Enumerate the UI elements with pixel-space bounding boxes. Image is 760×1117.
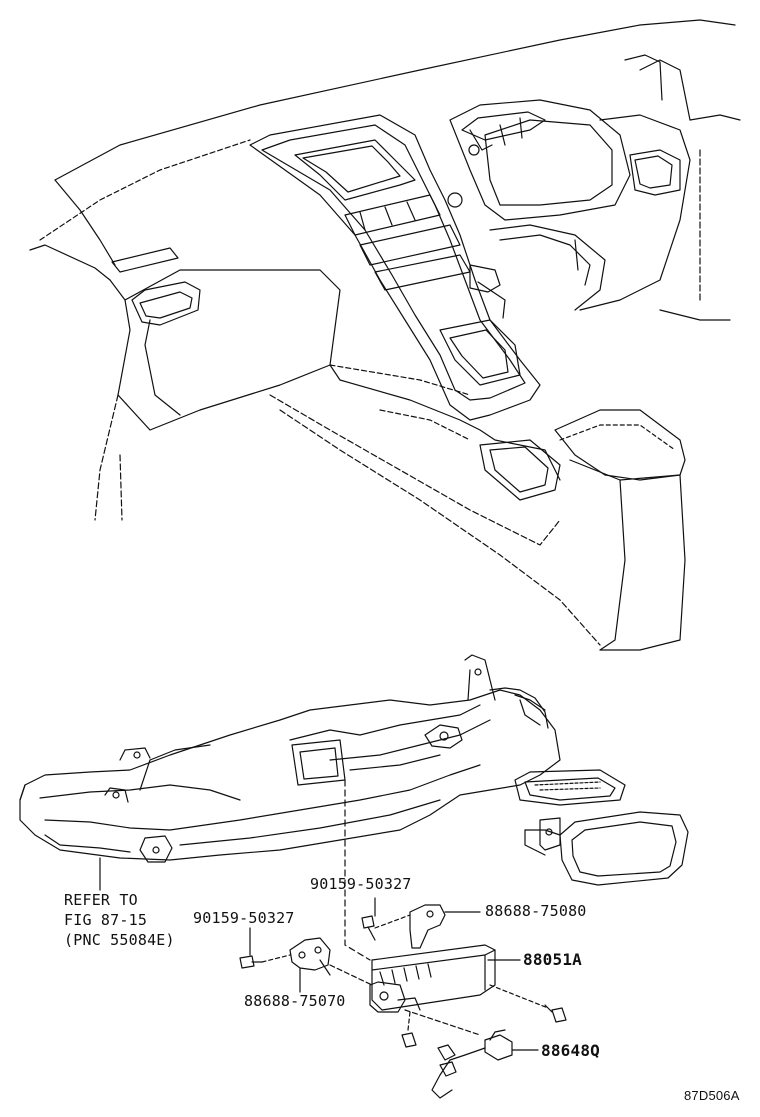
part-number-bolt-upper: 90159-50327	[310, 875, 412, 893]
bolt-icon	[362, 915, 410, 940]
refer-note-line3: (PNC 55084E)	[64, 931, 175, 949]
duct-illustration	[20, 655, 688, 885]
refer-note-line1: REFER TO	[64, 891, 138, 909]
bolt-icon	[490, 985, 566, 1022]
dashboard-illustration	[30, 20, 740, 650]
part-number-bracket-right: 88688-75080	[485, 902, 587, 920]
sensor-part	[405, 1010, 512, 1098]
refer-note-line2: FIG 87-15	[64, 911, 148, 929]
parts-cluster	[100, 780, 566, 1098]
control-module	[372, 945, 495, 1010]
part-number-sensor: 88648Q	[541, 1041, 600, 1060]
part-number-module: 88051A	[523, 950, 582, 969]
part-number-bracket-left: 88688-75070	[244, 992, 346, 1010]
figure-code: 87D506A	[684, 1088, 740, 1103]
bracket-right	[410, 905, 445, 948]
part-number-bolt-lower: 90159-50327	[193, 909, 295, 927]
bracket-left	[290, 938, 330, 970]
bolt-icon	[240, 955, 290, 968]
bolt-icon	[402, 1012, 416, 1047]
